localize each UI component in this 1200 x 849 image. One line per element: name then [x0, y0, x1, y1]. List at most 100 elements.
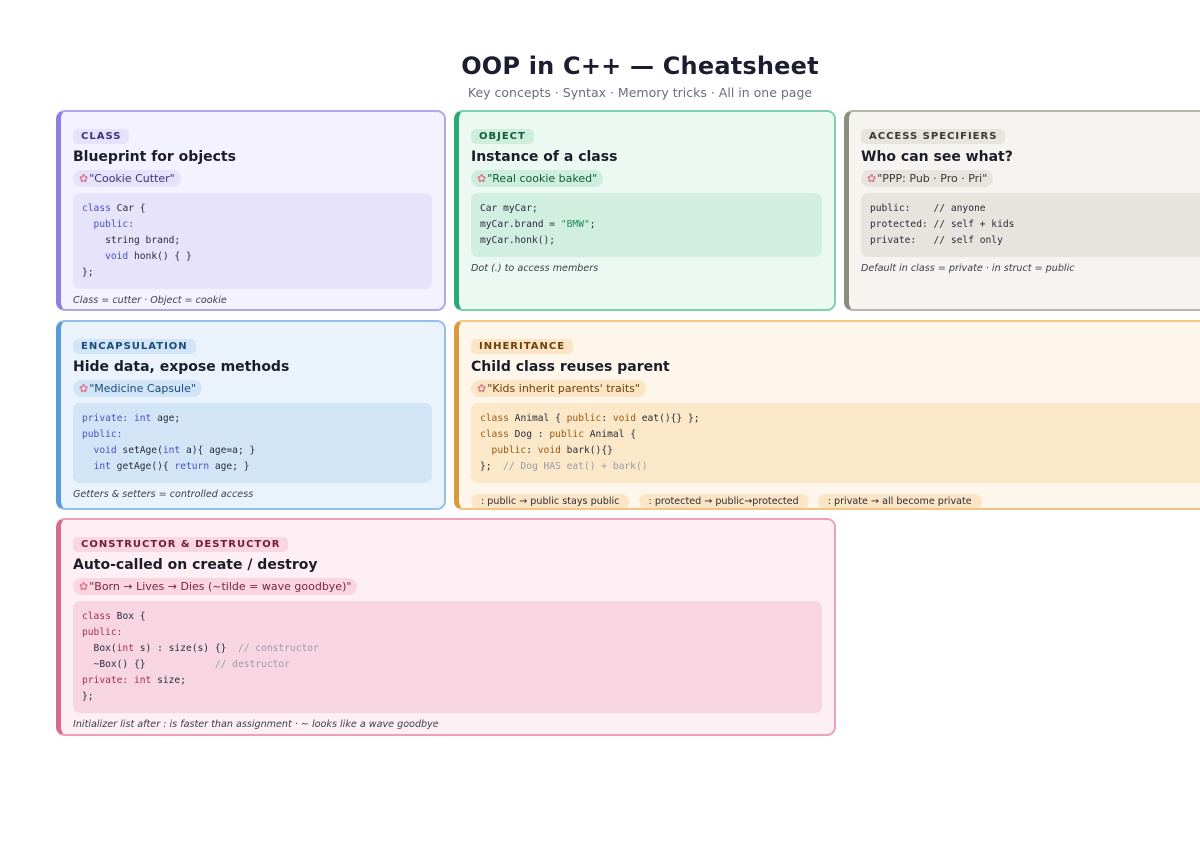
code-block: class Car { public: string brand; void h… [73, 193, 432, 289]
memory-trick-text: "Real cookie baked" [487, 172, 598, 185]
code-token: getAge(){ [110, 461, 175, 472]
code-block: public: // anyone protected: // self + k… [861, 193, 1200, 257]
code-token: public: [82, 627, 123, 638]
code-token: myCar.brand = [480, 219, 561, 230]
code-token: class [82, 203, 111, 214]
code-token: public: [82, 219, 134, 230]
code-token: Car myCar; [480, 203, 538, 214]
code-block: class Animal { public: void eat(){} }; c… [471, 403, 1200, 483]
memory-trick: ✿"Kids inherit parents' traits" [471, 380, 646, 397]
code-token: Box { [110, 611, 146, 622]
card-heading: Auto-called on create / destroy [73, 557, 318, 573]
code-token: protected: // self + kids [870, 219, 1015, 230]
code-token: private: // self only [870, 235, 1003, 246]
brain-icon: ✿ [867, 172, 877, 185]
code-token: Box( [82, 643, 117, 654]
card-constructor-destructor: CONSTRUCTOR & DESTRUCTOR Auto-called on … [56, 518, 836, 736]
code-token: int [128, 675, 152, 686]
card-tag: ACCESS SPECIFIERS [861, 129, 1006, 144]
memory-trick-text: "Medicine Capsule" [89, 382, 196, 395]
code-token: Animal { [508, 413, 567, 424]
code-token: Car { [110, 203, 146, 214]
code-token: : [526, 445, 538, 456]
code-token: int [82, 461, 111, 472]
code-token: void [82, 445, 117, 456]
brain-icon: ✿ [477, 382, 487, 395]
code-token: "BMW" [560, 219, 590, 230]
card-note: Default in class = private · in struct =… [861, 263, 1075, 274]
card-tag: CLASS [73, 129, 130, 144]
code-token: class [480, 429, 509, 440]
code-block: private: int age; public: void setAge(in… [73, 403, 432, 483]
code-token: public: // anyone [870, 203, 986, 214]
code-token: s) : size(s) {} [133, 643, 238, 654]
code-block: class Box { public: Box(int s) : size(s)… [73, 601, 822, 713]
code-comment: // destructor [214, 659, 290, 670]
code-token: size; [151, 675, 186, 686]
code-token: Animal { [583, 429, 636, 440]
code-block: Car myCar; myCar.brand = "BMW"; myCar.ho… [471, 193, 822, 257]
card-inheritance: INHERITANCE Child class reuses parent ✿"… [454, 320, 1200, 510]
code-token: void [537, 445, 561, 456]
code-token: age; [151, 413, 181, 424]
code-token: public [566, 413, 602, 424]
memory-trick-text: "Cookie Cutter" [89, 172, 175, 185]
memory-trick: ✿"Cookie Cutter" [73, 170, 181, 187]
code-token: setAge( [116, 445, 163, 456]
card-class: CLASS Blueprint for objects ✿"Cookie Cut… [56, 110, 446, 311]
card-tag: OBJECT [471, 129, 534, 144]
code-token: myCar.honk(); [480, 235, 556, 246]
card-note: Getters & setters = controlled access [73, 489, 254, 500]
brain-icon: ✿ [477, 172, 487, 185]
code-token: private: [82, 413, 129, 424]
code-token: public [549, 429, 584, 440]
memory-trick: ✿"Born → Lives → Dies (~tilde = wave goo… [73, 578, 358, 595]
code-token: eat(){} }; [635, 413, 700, 424]
brain-icon: ✿ [79, 382, 89, 395]
code-token: ; [589, 219, 596, 230]
code-token: : [601, 413, 613, 424]
code-token: int [162, 445, 181, 456]
code-token: void [82, 251, 129, 262]
inheritance-mode-protected: : protected → public→protected [638, 494, 809, 508]
code-token: class [82, 611, 111, 622]
code-token: ~Box() {} [82, 659, 215, 670]
page-subtitle: Key concepts · Syntax · Memory tricks · … [467, 85, 813, 100]
code-token: int [116, 643, 134, 654]
page-title: OOP in C++ — Cheatsheet [461, 52, 819, 80]
memory-trick: ✿"Real cookie baked" [471, 170, 604, 187]
card-heading: Who can see what? [861, 149, 1013, 165]
card-note: Initializer list after : is faster than … [73, 719, 439, 730]
card-heading: Blueprint for objects [73, 149, 236, 165]
code-token: return [174, 461, 210, 472]
memory-trick-text: "PPP: Pub · Pro · Pri" [877, 172, 988, 185]
code-token: public [480, 445, 527, 456]
code-token: public: [82, 429, 123, 440]
code-comment: // constructor [237, 643, 319, 654]
code-token: private: [82, 675, 129, 686]
inheritance-mode-public: : public → public stays public [471, 494, 630, 508]
brain-icon: ✿ [79, 172, 89, 185]
card-tag: ENCAPSULATION [73, 339, 196, 354]
memory-trick-text: "Kids inherit parents' traits" [487, 382, 640, 395]
card-tag: CONSTRUCTOR & DESTRUCTOR [73, 537, 289, 552]
code-token: a){ age=a; } [180, 445, 256, 456]
card-heading: Child class reuses parent [471, 359, 670, 375]
code-comment: // Dog HAS eat() + bark() [503, 461, 648, 472]
card-encapsulation: ENCAPSULATION Hide data, expose methods … [56, 320, 446, 510]
card-object: OBJECT Instance of a class ✿"Real cookie… [454, 110, 836, 311]
code-token: Dog : [508, 429, 550, 440]
code-token: }; [480, 461, 504, 472]
code-token: void [612, 413, 636, 424]
code-token: int [128, 413, 152, 424]
card-tag: INHERITANCE [471, 339, 574, 354]
brain-icon: ✿ [79, 580, 89, 593]
memory-trick: ✿"PPP: Pub · Pro · Pri" [861, 170, 994, 187]
card-heading: Instance of a class [471, 149, 618, 165]
memory-trick: ✿"Medicine Capsule" [73, 380, 202, 397]
card-access-specifiers: ACCESS SPECIFIERS Who can see what? ✿"PP… [844, 110, 1200, 311]
card-heading: Hide data, expose methods [73, 359, 290, 375]
code-token: class [480, 413, 509, 424]
inheritance-mode-private: : private → all become private [817, 494, 982, 508]
inheritance-modes: : public → public stays public : protect… [471, 489, 1200, 508]
